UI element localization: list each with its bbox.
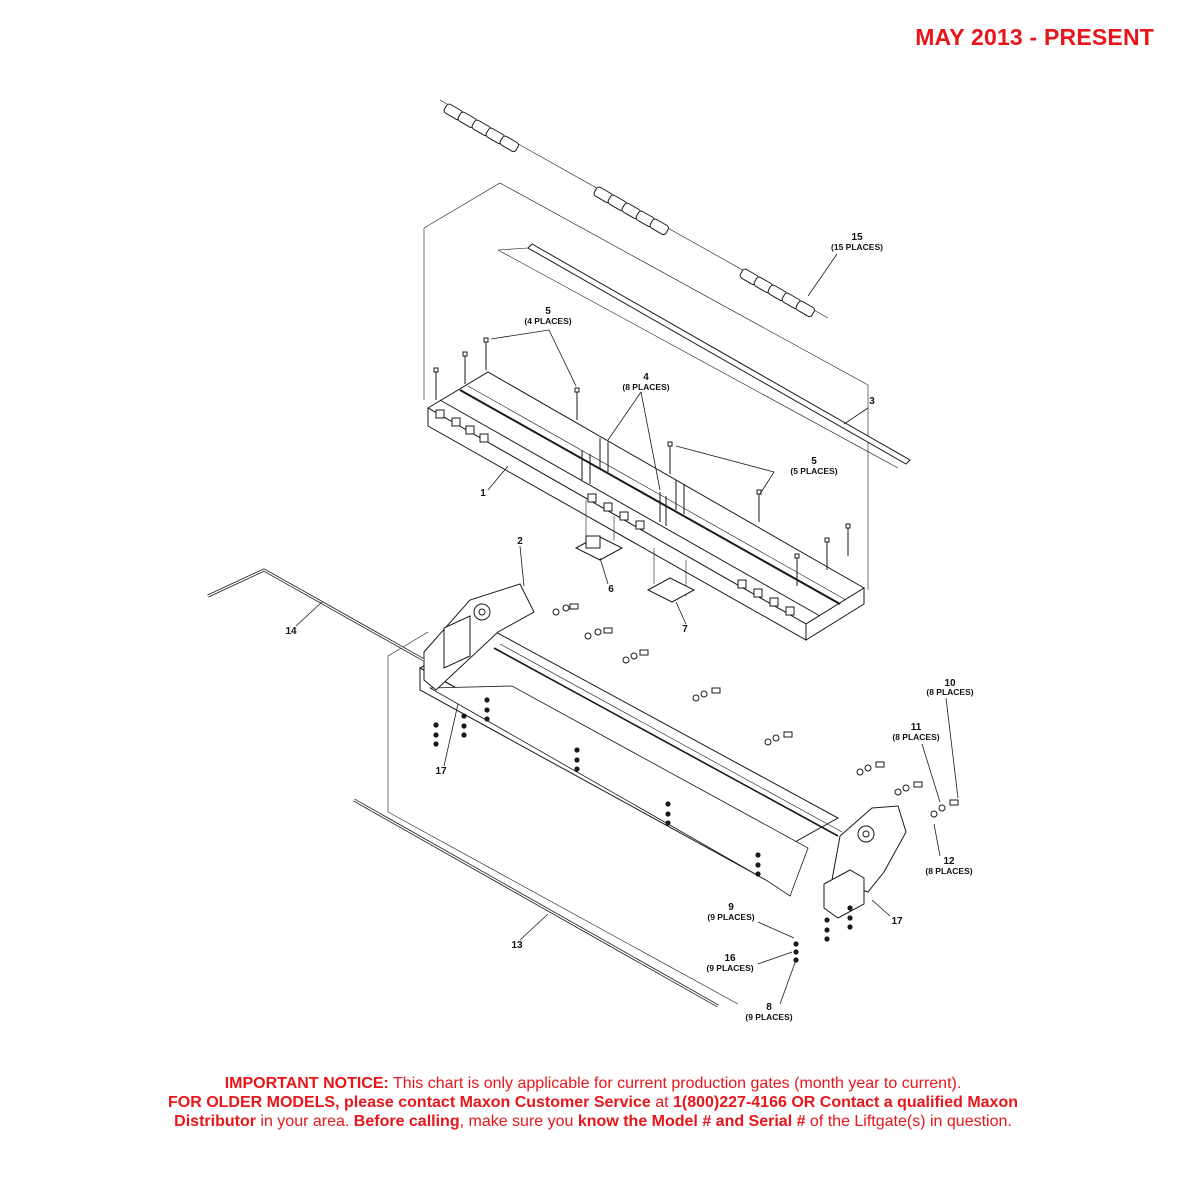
callout-6-number: 6 [608,584,614,595]
notice-phone: 1(800)227-4166 OR Contact a qualified Ma… [673,1094,1018,1111]
strip-part [497,243,911,469]
mount-plates [574,500,696,603]
callout-1-number: 1 [480,488,486,499]
callout-12-number: 12 [943,856,955,867]
callout-5b-note: (5 PLACES) [790,466,837,476]
notice-line-1-text: This chart is only applicable for curren… [388,1075,962,1092]
platform-frame [427,337,865,641]
notice-line-3-end: of the Liftgate(s) in question. [805,1113,1012,1130]
callout-12-note: (8 PLACES) [925,866,972,876]
notice-distributor: Distributor [174,1113,256,1130]
callout-5a-note: (4 PLACES) [524,316,571,326]
notice-line-3: Distributor in your area. Before calling… [0,1112,1186,1131]
callout-11-number: 11 [911,722,922,733]
torsion-bar [207,568,425,662]
date-range-title: MAY 2013 - PRESENT [915,24,1154,50]
rod [353,798,719,1008]
callout-5a-number: 5 [545,306,551,317]
callout-15-number: 15 [851,232,863,243]
callout-14-number: 14 [285,626,297,637]
callout-16-number: 16 [724,953,736,964]
callout-7-number: 7 [682,624,688,635]
notice-older-models: FOR OLDER MODELS, please contact Maxon C… [167,1094,651,1111]
callout-4-note: (8 PLACES) [622,382,669,392]
callout-5b-number: 5 [811,456,817,467]
notice-line-1: IMPORTANT NOTICE: This chart is only app… [0,1074,1186,1093]
main-crossmember [387,583,959,1005]
callout-11-note: (8 PLACES) [892,732,939,742]
callout-3-number: 3 [869,396,875,407]
notice-line-2-at: at [650,1094,673,1111]
rollers-group [439,99,829,319]
notice-line-2: FOR OLDER MODELS, please contact Maxon C… [0,1093,1186,1112]
callout-4-number: 4 [643,372,649,383]
callout-17b-number: 17 [891,916,903,927]
notice-line-3-make-sure: , make sure you [459,1113,578,1130]
callout-15-note: (15 PLACES) [831,242,883,252]
notice-heading: IMPORTANT NOTICE: [224,1075,389,1092]
notice-line-3-area: in your area. [255,1113,354,1130]
callout-13-number: 13 [511,940,523,951]
callout-9-number: 9 [728,902,734,913]
callout-17a-number: 17 [435,766,447,777]
important-notice: IMPORTANT NOTICE: This chart is only app… [0,1074,1186,1131]
callout-9-note: (9 PLACES) [707,912,754,922]
callout-2-number: 2 [517,536,523,547]
notice-model-serial: know the Model # and Serial # [577,1113,806,1130]
notice-before-calling: Before calling [353,1113,460,1130]
callout-8-note: (9 PLACES) [745,1012,792,1022]
leader-lines [295,253,959,1005]
callout-10-number: 10 [944,678,956,689]
callout-16-note: (9 PLACES) [706,963,753,973]
callout-8-number: 8 [766,1002,772,1013]
callout-10-note: (8 PLACES) [926,687,973,697]
